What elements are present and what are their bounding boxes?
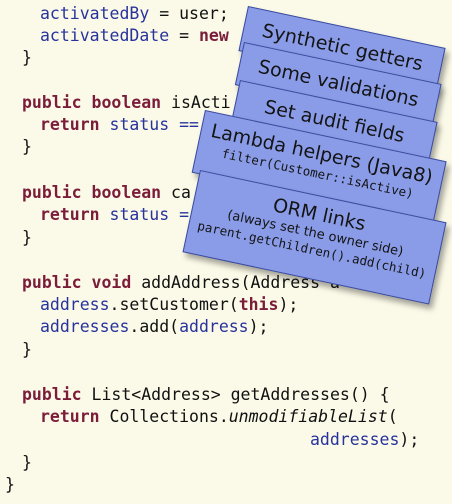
code-text: .add( [129, 317, 180, 336]
closing-brace: } [22, 48, 32, 67]
code-text: status == [99, 115, 199, 134]
closing-brace: } [5, 475, 15, 494]
keyword: public boolean [22, 183, 162, 202]
code-line: return status == [40, 114, 199, 136]
keyword: return [40, 205, 100, 224]
code-line: address.setCustomer(this); [40, 294, 298, 316]
code-text: ( [387, 407, 398, 426]
field-name: activatedBy [40, 4, 150, 23]
closing-brace: } [22, 340, 32, 359]
keyword: new [198, 26, 229, 45]
code-text: = user; [149, 4, 229, 23]
code-line: addresses.add(address); [40, 316, 269, 338]
closing-brace: } [22, 453, 32, 472]
code-line: public boolean ca [22, 182, 191, 204]
keyword: return [40, 115, 100, 134]
code-text: ca [161, 183, 191, 202]
code-line: public boolean isActi [22, 92, 231, 114]
code-text: ); [278, 295, 299, 314]
code-text: ); [248, 317, 269, 336]
keyword: this [238, 295, 279, 314]
code-text: Collections. [99, 407, 229, 426]
code-text: ); [399, 430, 420, 449]
closing-brace: } [22, 137, 32, 156]
closing-brace: } [22, 228, 32, 247]
code-line: public List<Address> getAddresses() { [22, 384, 390, 406]
code-line: return Collections.unmodifiableList( [40, 406, 398, 428]
keyword: public void [22, 273, 132, 292]
field-name: addresses [310, 430, 400, 449]
field-name: addresses [40, 317, 130, 336]
code-line: activatedDate = new [40, 25, 229, 47]
code-text: = [169, 26, 199, 45]
keyword: public boolean [22, 93, 162, 112]
code-line: return status = [40, 204, 189, 226]
code-text: .setCustomer( [109, 295, 239, 314]
field-name: activatedDate [40, 26, 170, 45]
code-text: List<Address> getAddresses() { [81, 385, 390, 404]
code-text: status = [99, 205, 190, 224]
field-name: address [179, 317, 249, 336]
method-name: unmodifiableList [228, 407, 388, 426]
code-text: isActi [161, 93, 231, 112]
code-line: activatedBy = user; [40, 3, 229, 25]
code-line: addresses); [310, 429, 419, 451]
field-name: address [40, 295, 110, 314]
keyword: return [40, 407, 100, 426]
keyword: public [22, 385, 82, 404]
